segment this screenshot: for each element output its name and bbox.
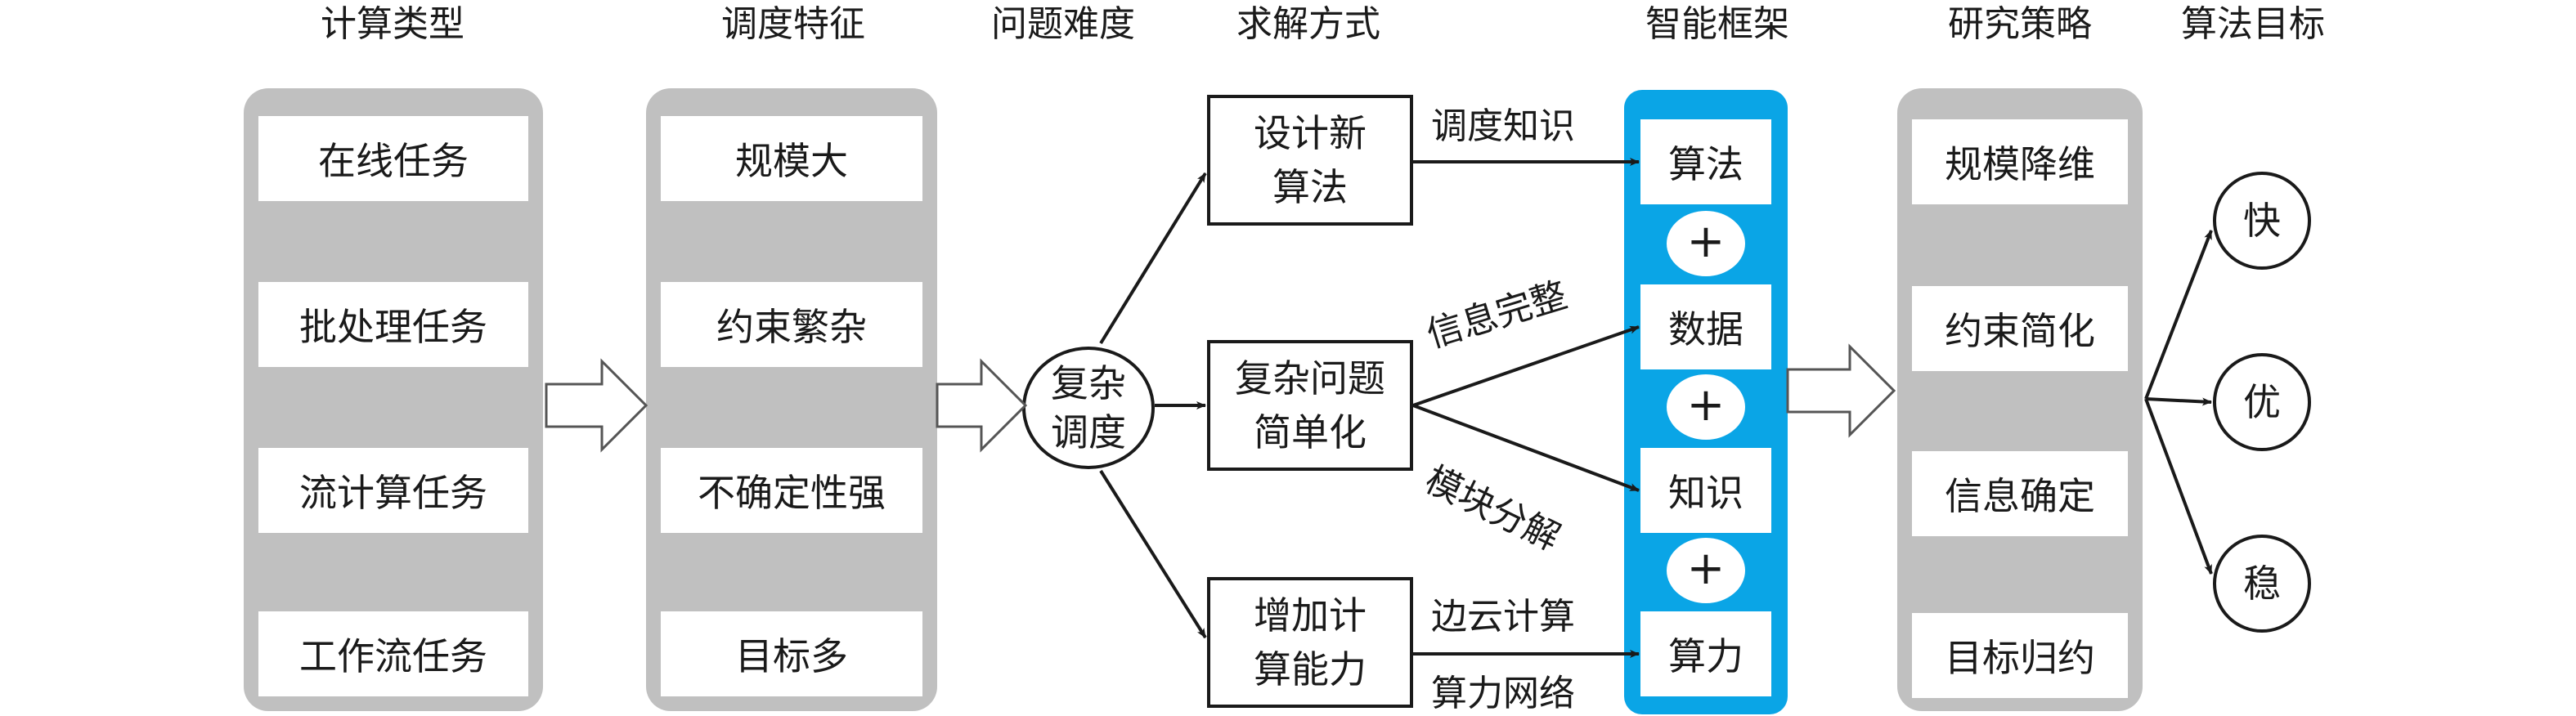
header-schedule-features: 调度特征: [721, 3, 865, 45]
solving-method-box: 增加计 算能力: [1207, 577, 1413, 708]
solving-method-line2: 简单化: [1254, 410, 1367, 454]
schedule-feature-item: 目标多: [661, 611, 922, 696]
edge-label-edge-compute: 边云计算: [1431, 596, 1575, 638]
compute-type-item: 流计算任务: [258, 448, 528, 533]
framework-item: 知识: [1640, 448, 1771, 533]
arrow-circle-to-compute: [1099, 469, 1207, 639]
header-framework: 智能框架: [1645, 3, 1789, 45]
solving-method-line1: 设计新: [1254, 111, 1367, 155]
header-strategy: 研究策略: [1948, 3, 2092, 45]
schedule-feature-item: 约束繁杂: [661, 282, 922, 367]
block-arrow-1: [545, 358, 648, 453]
strategy-item: 规模降维: [1912, 119, 2128, 204]
arrow-to-knowledge: [1412, 404, 1640, 492]
header-solving: 求解方式: [1236, 3, 1380, 45]
header-difficulty: 问题难度: [991, 3, 1135, 45]
compute-type-item: 在线任务: [258, 116, 528, 201]
arrow-to-data: [1412, 325, 1640, 407]
strategy-item: 约束简化: [1912, 286, 2128, 371]
schedule-feature-item: 不确定性强: [661, 448, 922, 533]
solving-method-box: 设计新 算法: [1207, 95, 1413, 226]
schedule-feature-item: 规模大: [661, 116, 922, 201]
arrow-circle-to-design: [1099, 172, 1207, 345]
complex-scheduling-line1: 复杂: [1051, 361, 1126, 405]
goal-node: 优: [2213, 353, 2311, 451]
arrow-to-goal-stable: [2144, 398, 2213, 575]
compute-type-item: 批处理任务: [258, 282, 528, 367]
plus-icon: +: [1667, 538, 1745, 603]
solving-method-box: 复杂问题 简单化: [1207, 340, 1413, 471]
solving-method-line1: 复杂问题: [1235, 356, 1385, 401]
strategy-item: 信息确定: [1912, 451, 2128, 536]
block-arrow-3: [1786, 343, 1896, 438]
block-arrow-2: [936, 358, 1028, 453]
plus-icon: +: [1667, 211, 1745, 276]
header-goal: 算法目标: [2181, 3, 2325, 45]
framework-item: 数据: [1640, 284, 1771, 369]
compute-type-item: 工作流任务: [258, 611, 528, 696]
goal-node: 快: [2213, 172, 2311, 270]
plus-icon: +: [1667, 374, 1745, 440]
framework-item: 算力: [1640, 611, 1771, 696]
edge-label-compute-network: 算力网络: [1431, 673, 1575, 714]
complex-scheduling-line2: 调度: [1051, 410, 1126, 454]
arrow-to-goal-fast: [2144, 230, 2213, 400]
solving-method-line2: 算法: [1272, 165, 1348, 209]
solving-method-line2: 算能力: [1254, 647, 1367, 691]
header-compute-type: 计算类型: [321, 3, 464, 45]
goal-node: 稳: [2213, 535, 2311, 633]
arrow-to-goal-optimal: [2145, 397, 2212, 406]
edge-label-schedule-knowledge: 调度知识: [1431, 105, 1575, 147]
framework-item: 算法: [1640, 119, 1771, 204]
strategy-item: 目标归约: [1912, 613, 2128, 698]
solving-method-line1: 增加计: [1254, 593, 1367, 638]
